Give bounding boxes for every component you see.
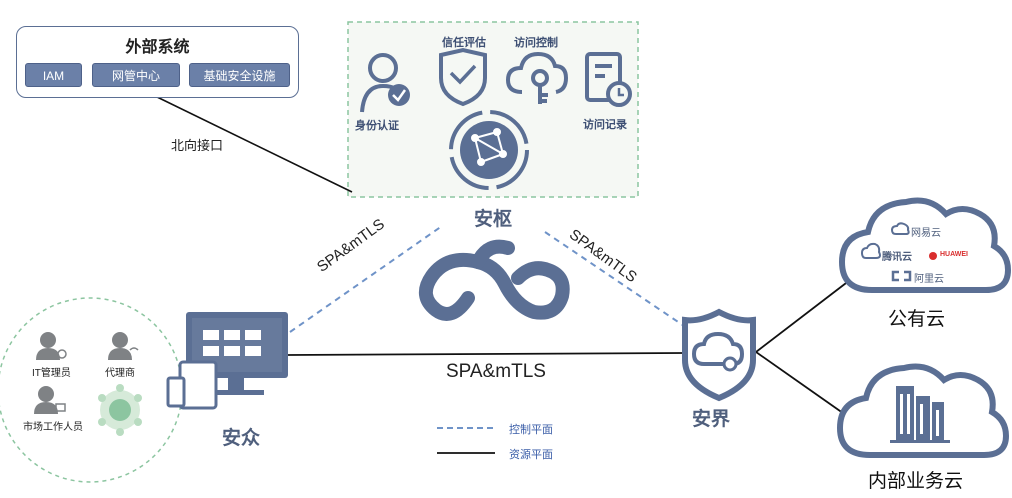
feature-access-log-label: 访问记录 (583, 119, 627, 131)
netease-cloud-icon (890, 222, 910, 235)
building-icon (890, 386, 950, 443)
alibaba-cloud-icon (891, 270, 912, 282)
app-hub-icon (98, 384, 142, 436)
shield-check-icon (439, 47, 487, 107)
agent-label: 代理商 (105, 368, 135, 379)
it-admin-label: IT管理员 (32, 368, 71, 379)
northbound-line (154, 95, 353, 193)
access-log-icon (585, 52, 632, 107)
vendor-netease-label: 网易云 (911, 228, 941, 239)
external-system-box: 外部系统 IAM 网管中心 基础安全设施 (16, 26, 299, 98)
anzhong-label: 安众 (222, 428, 261, 449)
control-line-right (544, 231, 691, 331)
feature-access-control-label: 访问控制 (514, 37, 558, 49)
anshu-label: 安枢 (474, 209, 513, 230)
public-cloud-shape (838, 197, 1012, 293)
user-group-circle (0, 297, 183, 483)
vendor-alibaba-label: 阿里云 (914, 274, 944, 285)
identity-icon (360, 53, 410, 113)
market-staff-label: 市场工作人员 (23, 422, 83, 433)
huawei-icon (929, 252, 937, 260)
globe-network-icon (449, 110, 529, 190)
internal-cloud-label: 内部业务云 (868, 471, 964, 492)
vendor-tencent-label: 腾讯云 (882, 252, 912, 263)
link-bottom-label: SPA&mTLS (446, 361, 546, 382)
control-line-left (289, 225, 443, 333)
legend-resource-plane-label: 资源平面 (509, 449, 553, 461)
chip-iam: IAM (25, 63, 82, 87)
vendor-huawei-label: HUAWEI (940, 251, 968, 258)
infinity-cloud-logo (419, 239, 570, 321)
resource-line-internal (755, 351, 851, 419)
chip-nms: 网管中心 (92, 63, 180, 87)
resource-line-main (287, 352, 685, 356)
northbound-label: 北向接口 (171, 138, 224, 153)
terminal-devices-icon (166, 312, 288, 410)
feature-trust-label: 信任评估 (442, 37, 486, 49)
resource-line-public (755, 279, 851, 353)
tencent-cloud-icon (860, 242, 881, 259)
chip-security-infra: 基础安全设施 (189, 63, 290, 87)
cloud-key-icon (505, 51, 569, 104)
gateway-shield-icon (682, 308, 756, 402)
agent-icon (108, 332, 139, 360)
feature-identity-label: 身份认证 (355, 120, 399, 132)
anjie-label: 安界 (692, 409, 731, 430)
public-cloud-label: 公有云 (888, 309, 946, 330)
market-staff-icon (34, 386, 66, 414)
legend-control-plane-label: 控制平面 (509, 424, 553, 436)
external-system-title: 外部系统 (125, 39, 190, 56)
it-admin-icon (36, 332, 67, 360)
